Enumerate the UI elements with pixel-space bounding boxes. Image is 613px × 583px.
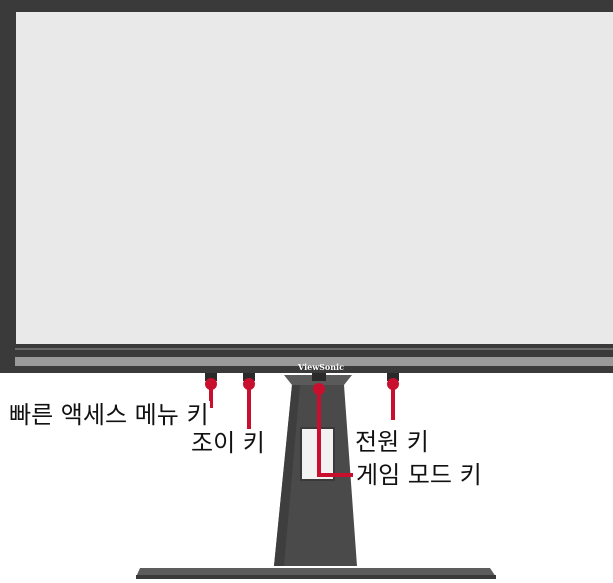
monitor-stand bbox=[274, 375, 357, 566]
quick-access-menu-key-label: 빠른 액세스 메뉴 키 bbox=[8, 401, 210, 429]
callouts bbox=[205, 378, 399, 477]
joy-key-label: 조이 키 bbox=[190, 429, 266, 457]
monitor-frame bbox=[0, 0, 613, 373]
power-button bbox=[387, 373, 399, 381]
game-mode-callout-line bbox=[317, 389, 353, 477]
bottom-buttons bbox=[205, 373, 399, 381]
power-key-label: 전원 키 bbox=[354, 428, 430, 456]
game-mode-key-label: 게임 모드 키 bbox=[355, 461, 483, 489]
game-mode-button bbox=[312, 373, 326, 381]
monitor-screen bbox=[14, 10, 613, 346]
joy-key-button bbox=[243, 373, 255, 381]
brand-logo: ViewSonic bbox=[297, 362, 344, 372]
quick-access-button bbox=[205, 373, 217, 381]
monitor-base bbox=[136, 568, 496, 579]
